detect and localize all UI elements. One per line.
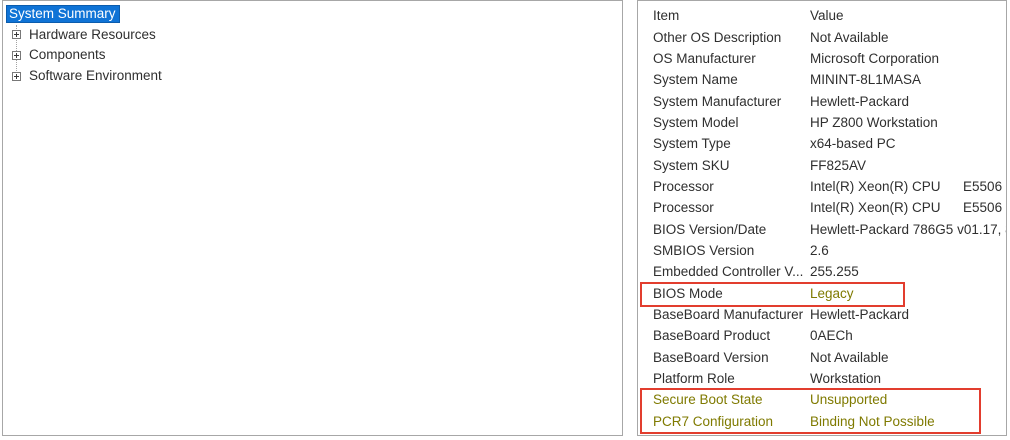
value-cell: Hewlett-Packard	[810, 93, 910, 109]
tree-item-label: Software Environment	[29, 68, 162, 84]
table-row-platform-role[interactable]: Platform Role Workstation	[638, 368, 1006, 389]
table-row-system-sku[interactable]: System SKU FF825AV	[638, 154, 1006, 175]
item-cell: BaseBoard Product	[653, 328, 771, 344]
table-row-processor[interactable]: Processor Intel(R) Xeon(R) CPU E5506 @ 2.…	[638, 176, 1006, 197]
table-row-baseboard-product[interactable]: BaseBoard Product 0AECh	[638, 325, 1006, 346]
column-header-value[interactable]: Value	[810, 8, 844, 24]
value-cell: Hewlett-Packard	[810, 306, 910, 322]
table-row-bios-mode[interactable]: BIOS Mode Legacy	[638, 282, 1006, 303]
table-row-secure-boot-state[interactable]: Secure Boot State Unsupported	[638, 389, 1006, 410]
item-cell: Other OS Description	[653, 29, 782, 45]
value-cell: Legacy	[810, 285, 854, 301]
value-cell: MININT-8L1MASA	[810, 72, 922, 88]
item-cell: Embedded Controller V...	[653, 264, 804, 280]
value-cell: Binding Not Possible	[810, 413, 935, 429]
expand-plus-icon[interactable]	[12, 71, 21, 81]
expand-plus-icon[interactable]	[12, 30, 21, 40]
tree-item-system-summary[interactable]: System Summary	[6, 4, 622, 25]
table-row-pcr7-configuration[interactable]: PCR7 Configuration Binding Not Possible	[638, 411, 1006, 432]
value-cell: Intel(R) Xeon(R) CPU E5506 @ 2.13GHz	[810, 178, 1003, 194]
item-cell: System Type	[653, 136, 731, 152]
value-cell: Intel(R) Xeon(R) CPU E5506 @ 2.13GHz	[810, 200, 1003, 216]
value-cell: Not Available	[810, 349, 889, 365]
item-cell: Processor	[653, 178, 714, 194]
item-cell: OS Manufacturer	[653, 50, 756, 66]
table-row-embedded-controller-v[interactable]: Embedded Controller V... 255.255	[638, 261, 1006, 282]
value-cell: Not Available	[810, 29, 889, 45]
item-cell: Secure Boot State	[653, 392, 763, 408]
table-row-os-manufacturer[interactable]: OS Manufacturer Microsoft Corporation	[638, 48, 1006, 69]
item-cell: System Manufacturer	[653, 93, 782, 109]
value-cell: x64-based PC	[810, 136, 896, 152]
item-cell: Platform Role	[653, 371, 735, 387]
item-cell: System Model	[653, 114, 739, 130]
value-cell: Workstation	[810, 371, 882, 387]
column-header-item[interactable]: Item	[653, 8, 680, 24]
tree-item-label: Hardware Resources	[29, 26, 156, 42]
item-cell: BaseBoard Manufacturer	[653, 306, 804, 322]
value-cell: 2.6	[810, 242, 829, 258]
item-cell: BIOS Version/Date	[653, 221, 767, 237]
tree-item-software-environment[interactable]: Software Environment	[6, 66, 622, 87]
value-cell: HP Z800 Workstation	[810, 114, 938, 130]
value-cell: Unsupported	[810, 392, 888, 408]
table-row-baseboard-version[interactable]: BaseBoard Version Not Available	[638, 347, 1006, 368]
tree-item-label: Components	[29, 47, 106, 63]
table-row-system-name[interactable]: System Name MININT-8L1MASA	[638, 69, 1006, 90]
table-row-system-model[interactable]: System Model HP Z800 Workstation	[638, 112, 1006, 133]
item-cell: System Name	[653, 72, 738, 88]
table-row-smbios-version[interactable]: SMBIOS Version 2.6	[638, 240, 1006, 261]
value-cell: 255.255	[810, 264, 859, 280]
table-row-system-type[interactable]: System Type x64-based PC	[638, 133, 1006, 154]
item-cell: SMBIOS Version	[653, 242, 755, 258]
list-header-row: Item Value	[638, 5, 1006, 26]
item-cell: PCR7 Configuration	[653, 413, 774, 429]
item-cell: BIOS Mode	[653, 285, 723, 301]
table-row-bios-version-date[interactable]: BIOS Version/Date Hewlett-Packard 786G5 v…	[638, 218, 1006, 239]
table-row-other-os-description[interactable]: Other OS Description Not Available	[638, 26, 1006, 47]
value-cell: 0AECh	[810, 328, 853, 344]
value-cell: Hewlett-Packard 786G5 v01.17, 8,	[810, 221, 1006, 237]
tree-item-hardware-resources[interactable]: Hardware Resources	[6, 25, 622, 46]
value-cell: Microsoft Corporation	[810, 50, 940, 66]
tree-item-label: System Summary	[6, 5, 120, 24]
tree-item-components[interactable]: Components	[6, 45, 622, 66]
expand-plus-icon[interactable]	[12, 50, 21, 60]
item-cell: System SKU	[653, 157, 730, 173]
table-row-processor[interactable]: Processor Intel(R) Xeon(R) CPU E5506 @ 2.…	[638, 197, 1006, 218]
value-cell: FF825AV	[810, 157, 867, 173]
table-row-baseboard-manufacturer[interactable]: BaseBoard Manufacturer Hewlett-Packard	[638, 304, 1006, 325]
item-cell: Processor	[653, 200, 714, 216]
item-cell: BaseBoard Version	[653, 349, 769, 365]
table-row-system-manufacturer[interactable]: System Manufacturer Hewlett-Packard	[638, 90, 1006, 111]
